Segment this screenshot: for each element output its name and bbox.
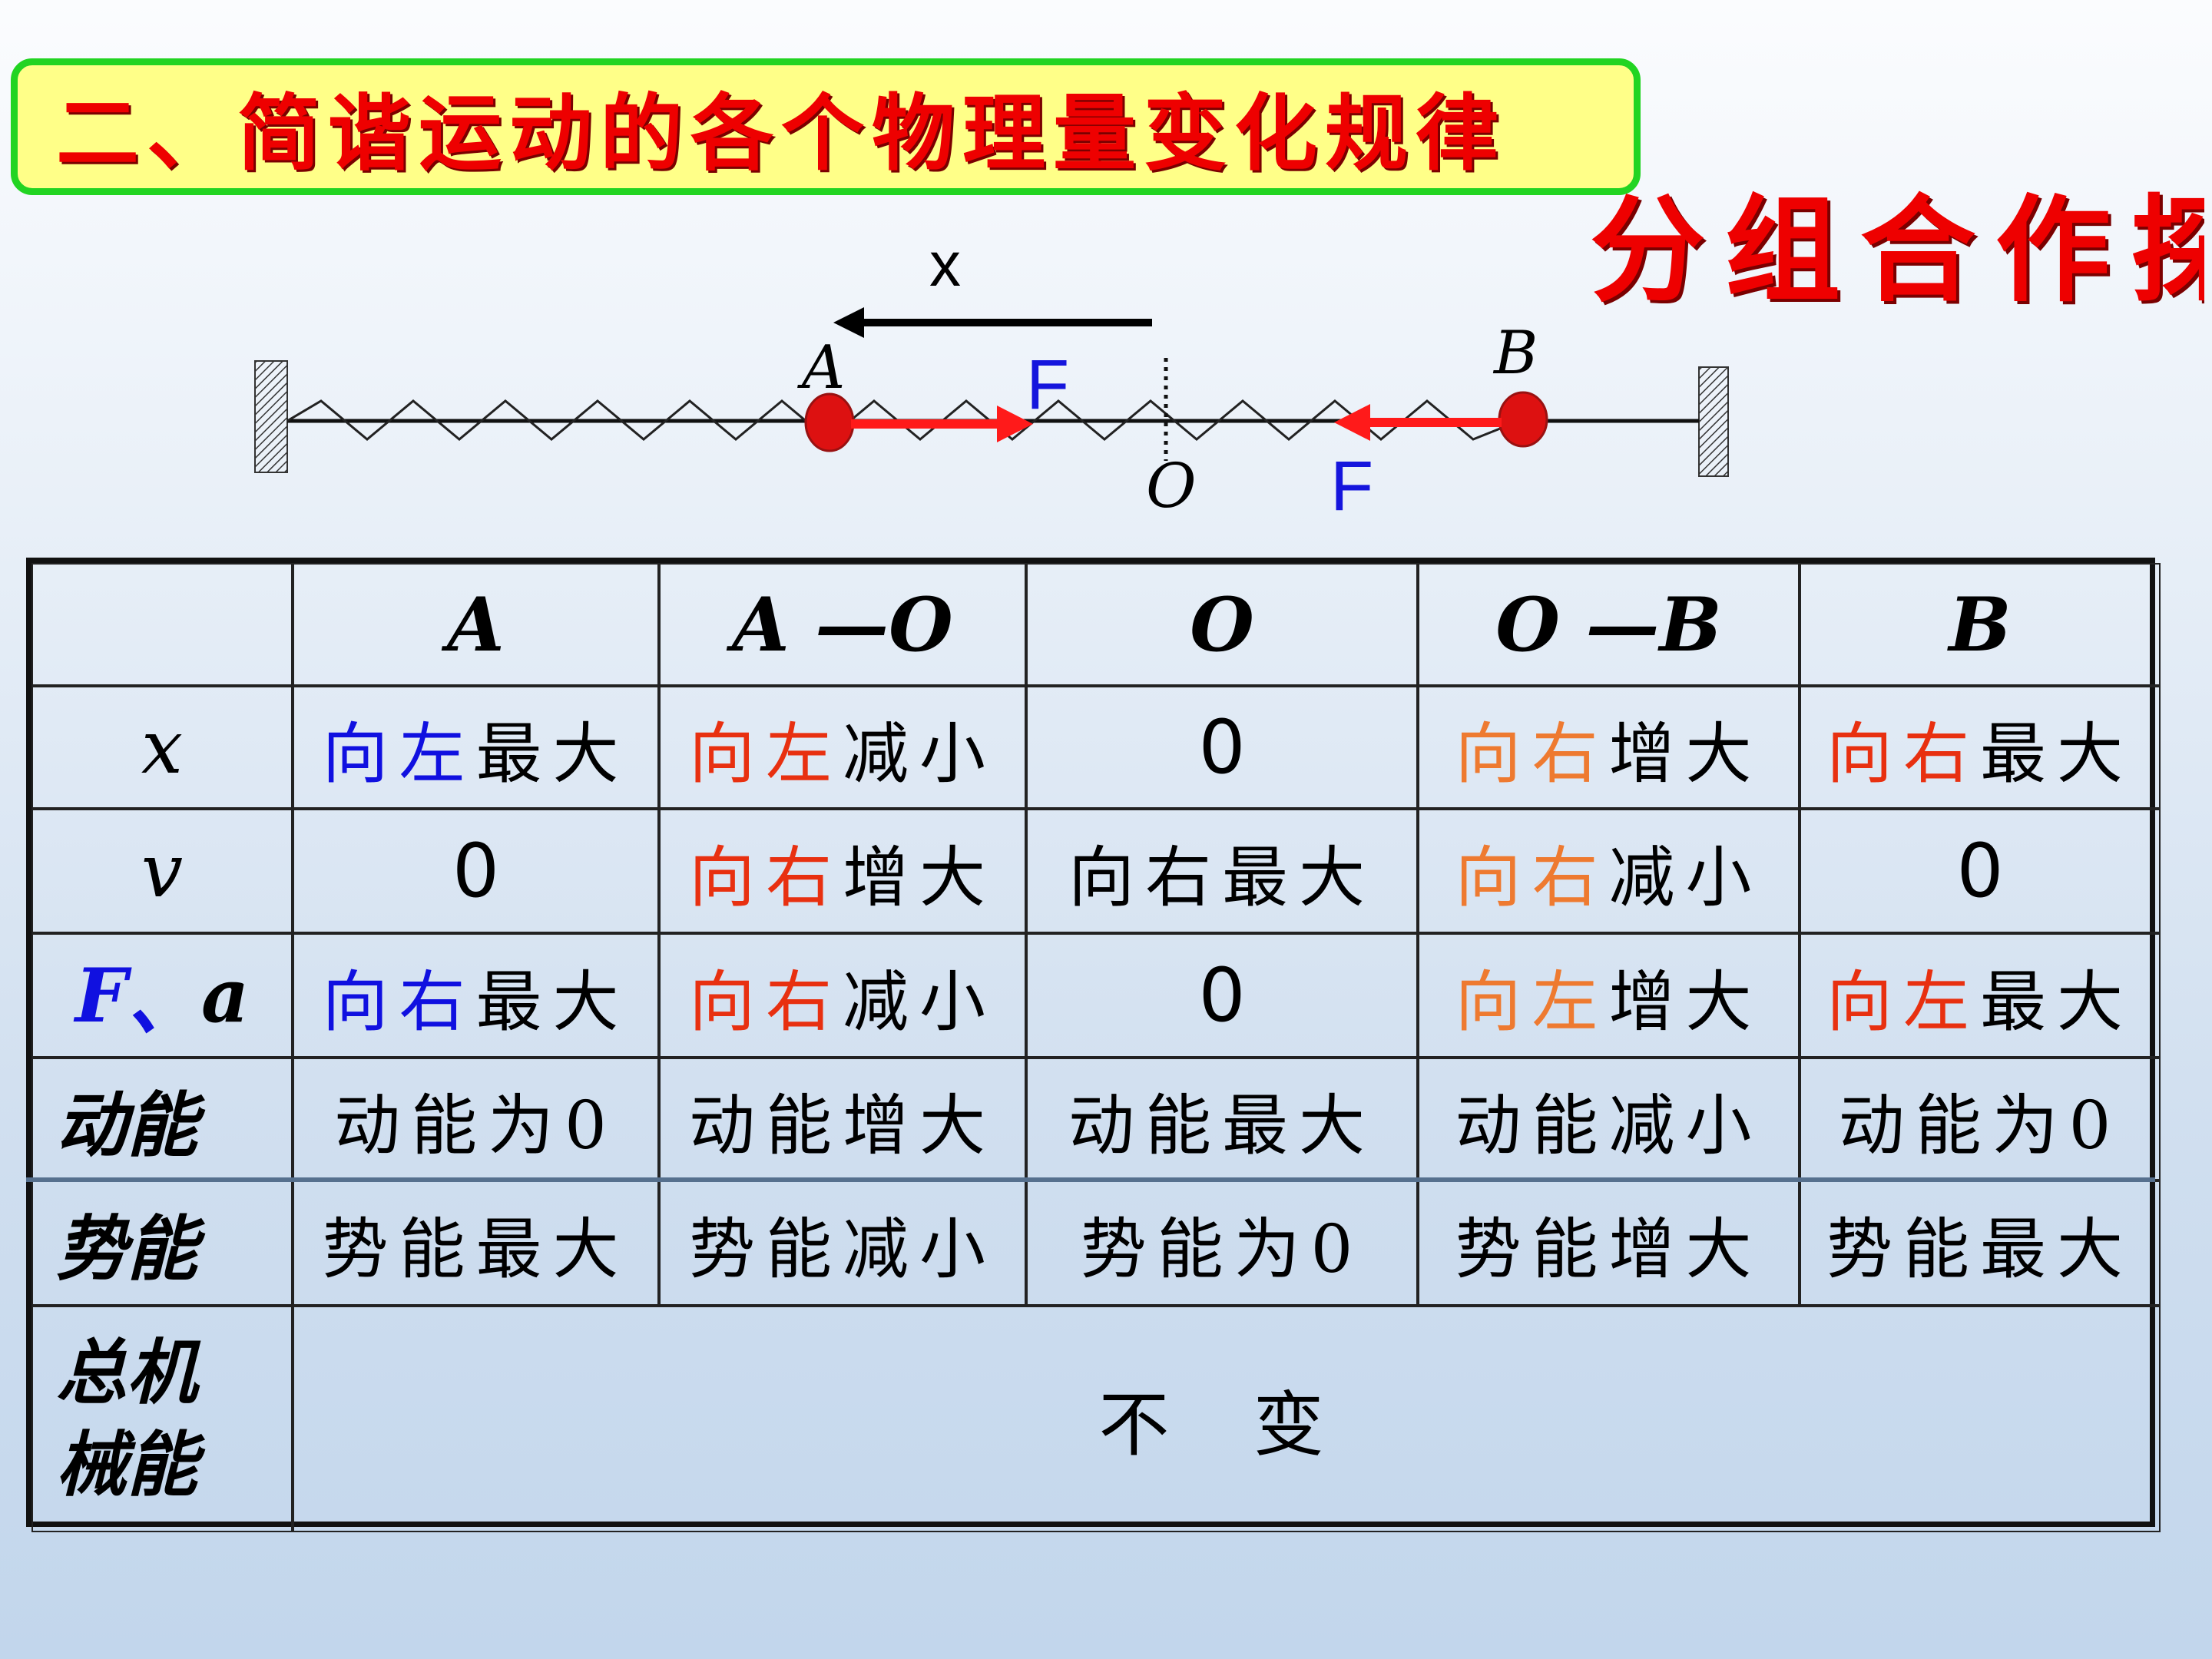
row-label-f-a: F、a bbox=[31, 933, 293, 1058]
qty-text: 增大 bbox=[843, 839, 996, 916]
header-o: O bbox=[1026, 563, 1418, 686]
header-corner bbox=[31, 563, 293, 686]
dir-text: 向左 bbox=[322, 715, 476, 793]
x-label: x bbox=[929, 230, 961, 300]
cell-x-a: 向左最大 bbox=[293, 686, 659, 809]
title-banner: 二、简谐运动的各个物理量变化规律 bbox=[11, 58, 1641, 195]
mass-a bbox=[804, 392, 855, 452]
cell-kinetic-o: 动能最大 bbox=[1026, 1058, 1418, 1181]
total-label-line-2: 械能 bbox=[56, 1423, 198, 1506]
qty-text: 增大 bbox=[1608, 963, 1763, 1041]
cell-v-b: 0 bbox=[1800, 809, 2161, 933]
qty-text: 减小 bbox=[1608, 839, 1763, 916]
row-label-x: x bbox=[31, 686, 293, 809]
cell-kinetic-b: 动能为0 bbox=[1800, 1058, 2161, 1181]
row-label-v: v bbox=[31, 809, 293, 933]
cell-total-energy: 不 变 bbox=[293, 1306, 2161, 1532]
left-wall bbox=[254, 360, 288, 473]
label-separator: 、 bbox=[127, 958, 201, 1045]
cell-kinetic-a: 动能为0 bbox=[293, 1058, 659, 1181]
side-title: 分组合作探究 bbox=[1590, 183, 2204, 318]
cell-x-o: 0 bbox=[1026, 686, 1418, 809]
qty-text: 减小 bbox=[843, 963, 996, 1041]
cell-v-a-o: 向右增大 bbox=[659, 809, 1026, 933]
label-f: F bbox=[75, 952, 127, 1039]
dir-text: 向右 bbox=[1826, 715, 1980, 793]
energy-row-divider bbox=[26, 1177, 2155, 1182]
cell-kinetic-o-b: 动能减小 bbox=[1418, 1058, 1800, 1181]
cell-x-b: 向右最大 bbox=[1800, 686, 2161, 809]
dir-text: 向左 bbox=[689, 715, 843, 793]
qty-text: 减小 bbox=[843, 715, 996, 793]
qty-text: 最大 bbox=[1980, 715, 2134, 793]
cell-fa-b: 向左最大 bbox=[1800, 933, 2161, 1058]
point-a-label: A bbox=[797, 333, 845, 402]
cell-fa-o: 0 bbox=[1026, 933, 1418, 1058]
qty-text: 最大 bbox=[475, 715, 630, 793]
mass-b bbox=[1498, 391, 1548, 448]
row-label-potential: 势能 bbox=[31, 1181, 293, 1306]
cell-v-a: 0 bbox=[293, 809, 659, 933]
qty-text: 最大 bbox=[1980, 963, 2134, 1041]
force-arrowhead-right bbox=[997, 406, 1033, 442]
header-o-b: O —B bbox=[1418, 563, 1800, 686]
label-a: a bbox=[200, 952, 250, 1039]
cell-v-o: 向右最大 bbox=[1026, 809, 1418, 933]
cell-fa-a-o: 向右减小 bbox=[659, 933, 1026, 1058]
dir-text: 向右 bbox=[322, 963, 476, 1041]
displacement-arrowhead bbox=[833, 307, 864, 338]
cell-potential-b: 势能最大 bbox=[1800, 1181, 2161, 1306]
cell-fa-a: 向右最大 bbox=[293, 933, 659, 1058]
cell-potential-a: 势能最大 bbox=[293, 1181, 659, 1306]
force-label-left-mass: F bbox=[1026, 346, 1069, 424]
cell-kinetic-a-o: 动能增大 bbox=[659, 1058, 1026, 1181]
point-o-label: O bbox=[1146, 450, 1197, 522]
row-label-kinetic: 动能 bbox=[31, 1058, 293, 1181]
dir-text: 向右 bbox=[689, 839, 843, 916]
quantities-table: A A —O O O —B B x 向左最大 向左减小 0 向右增大 向右最大 … bbox=[26, 558, 2161, 1532]
header-a-o: A —O bbox=[659, 563, 1026, 686]
force-arrowhead-left bbox=[1334, 404, 1370, 441]
cell-x-o-b: 向右增大 bbox=[1418, 686, 1800, 809]
point-b-label: B bbox=[1492, 319, 1538, 388]
header-b: B bbox=[1800, 563, 2161, 686]
dir-text: 向左 bbox=[1455, 963, 1609, 1041]
spring-diagram: x A B O F F bbox=[254, 230, 1729, 525]
dir-text: 向左 bbox=[1826, 963, 1980, 1041]
dir-text: 向右 bbox=[689, 963, 843, 1041]
dir-text: 向右 bbox=[1455, 715, 1609, 793]
banner-title: 二、简谐运动的各个物理量变化规律 bbox=[56, 85, 1507, 182]
cell-x-a-o: 向左减小 bbox=[659, 686, 1026, 809]
cell-potential-o-b: 势能增大 bbox=[1418, 1181, 1800, 1306]
dir-text: 向右 bbox=[1455, 839, 1609, 916]
right-wall bbox=[1698, 366, 1729, 477]
cell-v-o-b: 向右减小 bbox=[1418, 809, 1800, 933]
cell-potential-o: 势能为0 bbox=[1026, 1181, 1418, 1306]
cell-potential-a-o: 势能减小 bbox=[659, 1181, 1026, 1306]
header-a: A bbox=[293, 563, 659, 686]
force-label-right-mass: F bbox=[1330, 447, 1373, 525]
row-label-total-energy: 总机 械能 bbox=[31, 1306, 293, 1532]
total-label-line-1: 总机 bbox=[56, 1331, 198, 1414]
qty-text: 最大 bbox=[475, 963, 630, 1041]
qty-text: 增大 bbox=[1608, 715, 1763, 793]
cell-fa-o-b: 向左增大 bbox=[1418, 933, 1800, 1058]
